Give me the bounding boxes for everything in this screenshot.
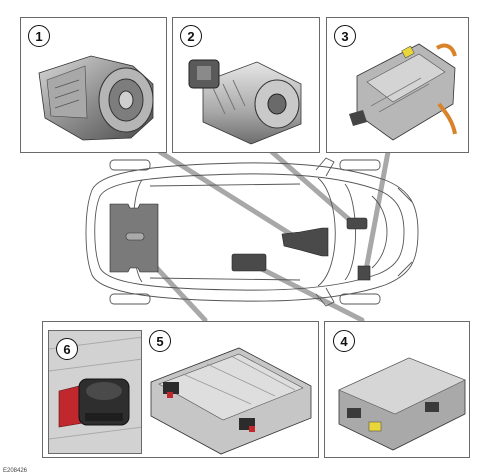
charger-illustration	[349, 43, 457, 141]
leader-line-4	[249, 261, 365, 323]
callout-4: 4	[333, 330, 355, 352]
transmission-illustration	[38, 55, 154, 141]
converter-illustration	[338, 357, 466, 451]
component-locations	[109, 203, 371, 281]
battery-module-illustration	[150, 347, 312, 455]
callout-5: 5	[149, 330, 171, 352]
transmission-location	[281, 227, 329, 257]
callout-6: 6	[56, 338, 78, 360]
figure-id: E208426	[3, 468, 28, 474]
leader-line-1	[157, 149, 303, 243]
panel-motor: 2	[172, 17, 320, 153]
panel-battery-module: 5 6	[42, 321, 319, 458]
converter-location	[231, 253, 267, 272]
car-top-view	[85, 157, 419, 307]
panel-charger: 3	[326, 17, 469, 153]
panel-transmission: 1	[20, 17, 167, 153]
motor-location	[346, 217, 368, 230]
callout-1: 1	[28, 25, 50, 47]
motor-illustration	[188, 59, 302, 145]
charger-location	[357, 265, 371, 281]
callout-2: 2	[180, 25, 202, 47]
leader-line-3	[363, 149, 391, 273]
panel-converter: 4	[324, 321, 470, 458]
callout-3: 3	[334, 25, 356, 47]
panel-inset-connector: 6	[48, 330, 142, 454]
